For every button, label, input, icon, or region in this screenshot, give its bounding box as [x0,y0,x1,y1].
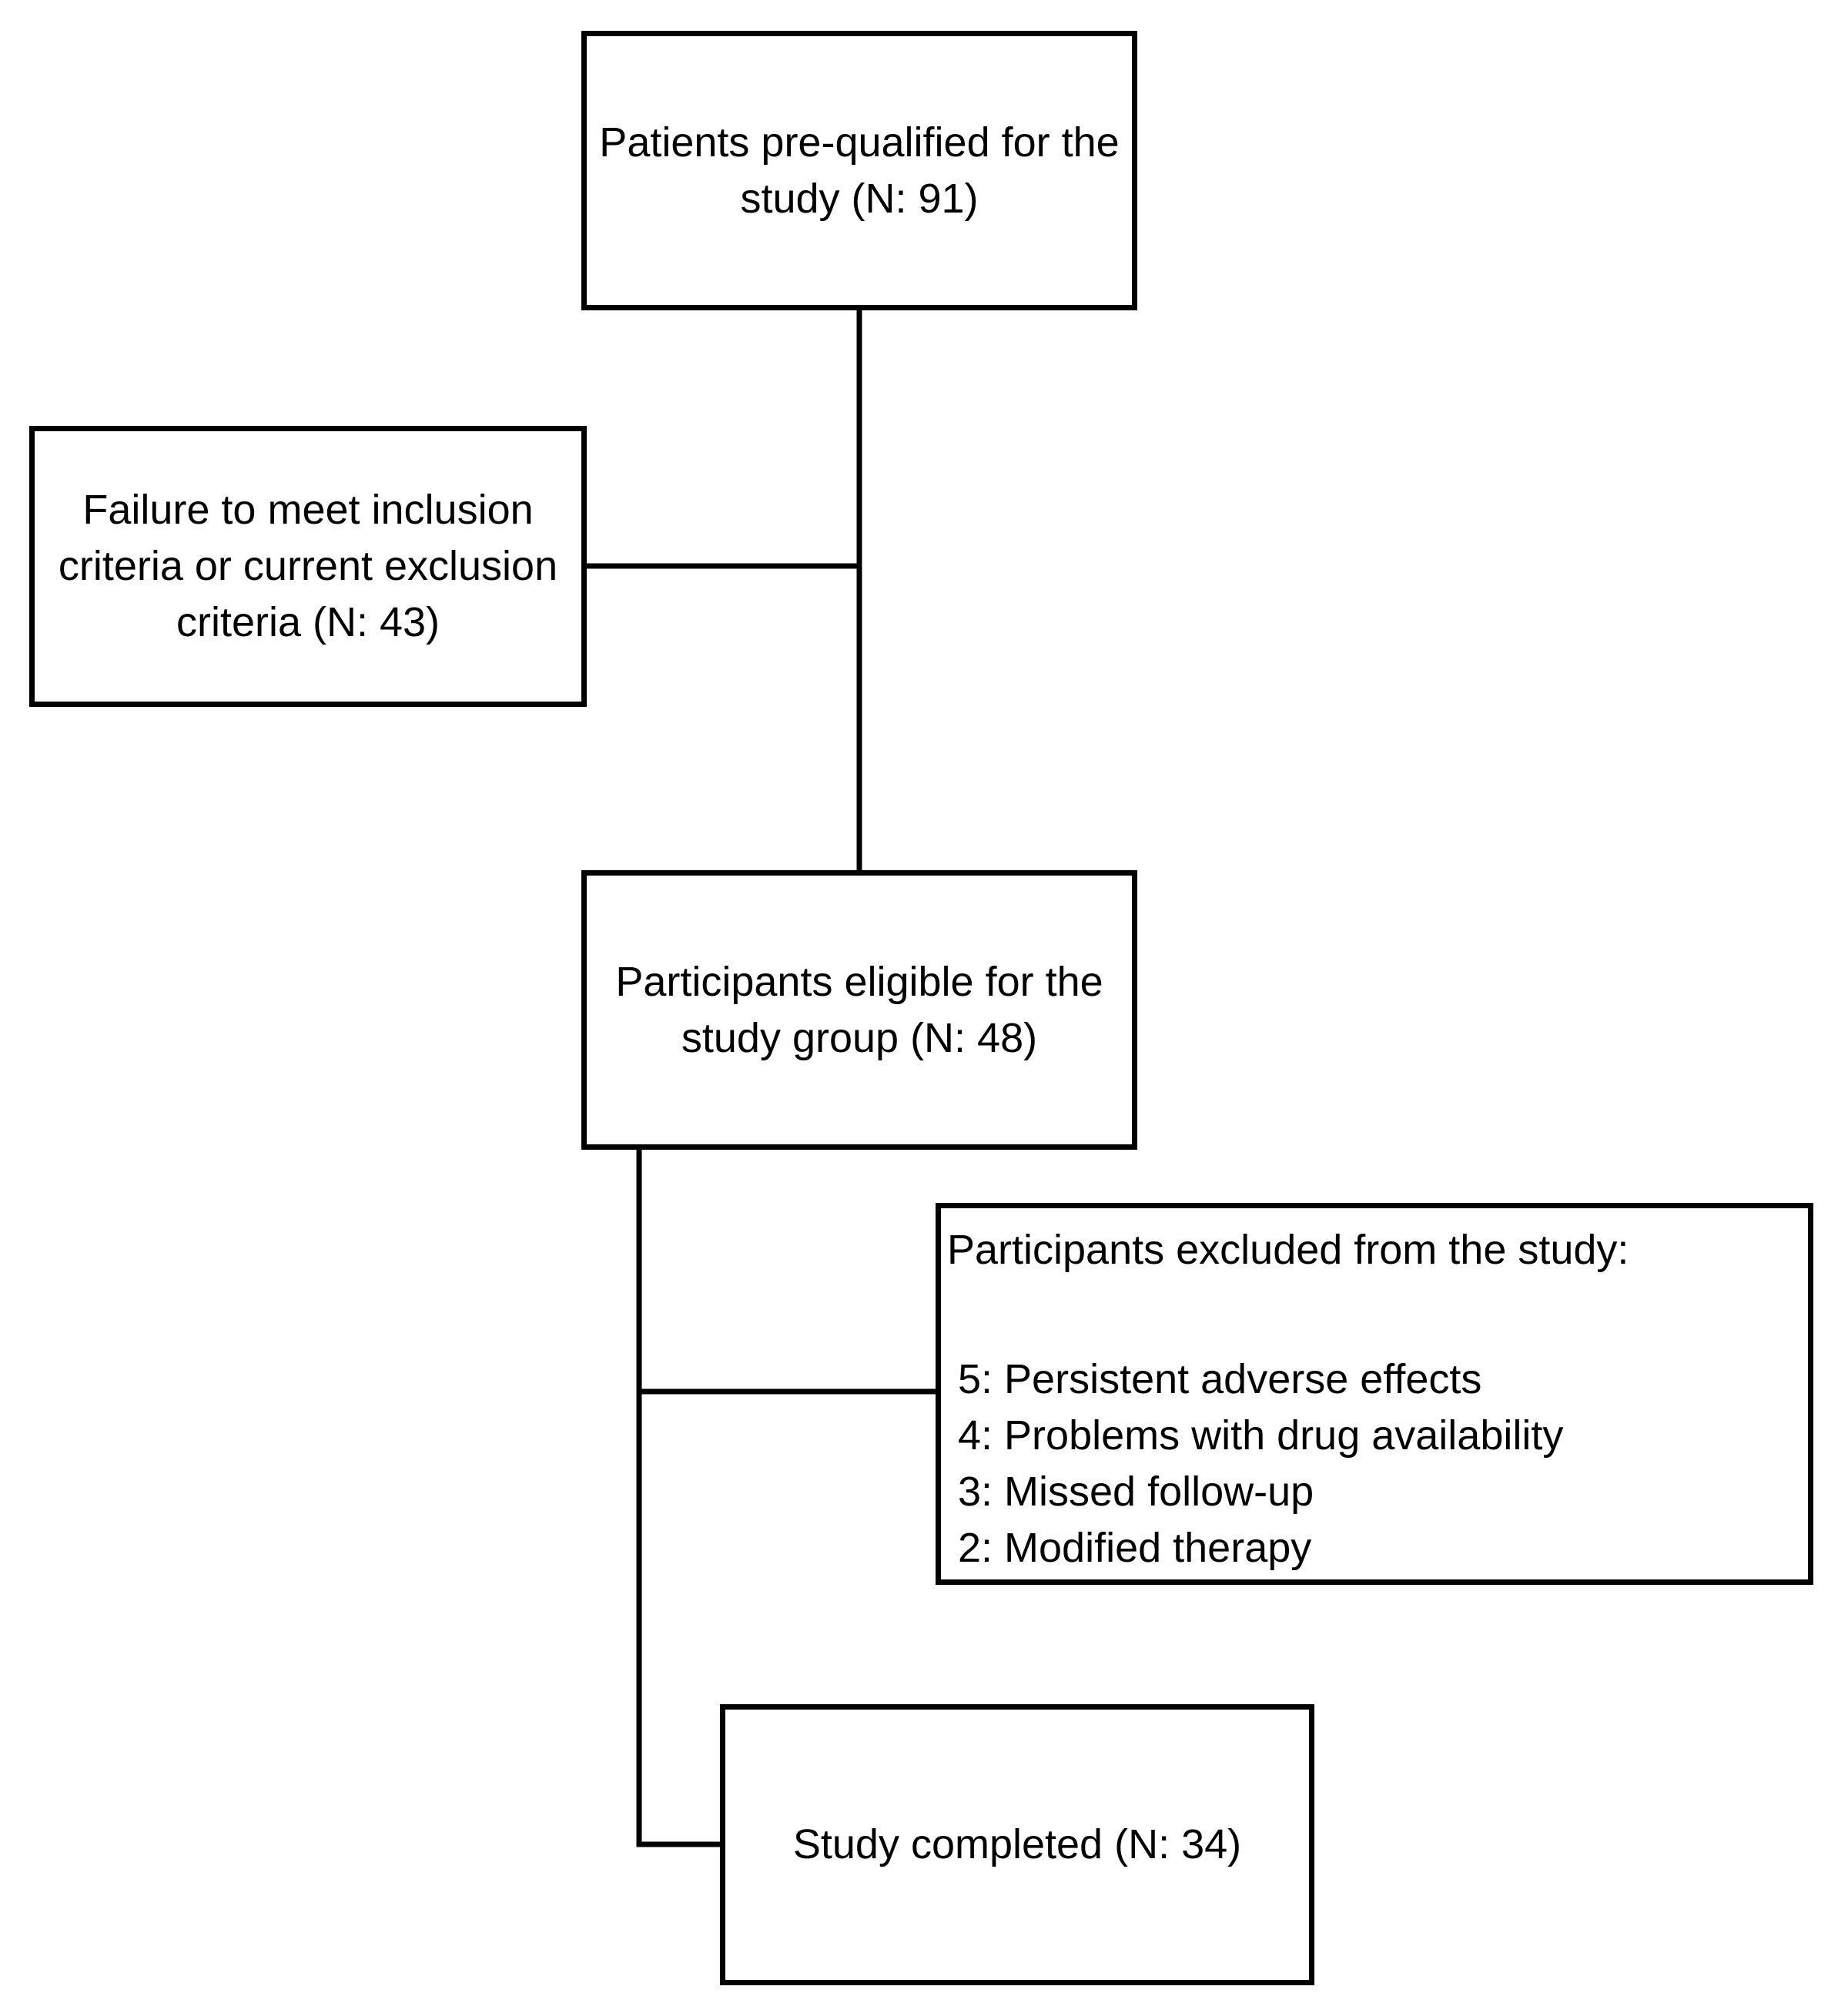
exclusion-reason-item: 3: Missed follow-up [958,1469,1314,1515]
eligible-participants-label: Participants eligible for the study grou… [615,958,1103,1061]
inclusion-failure-box: Failure to meet inclusion criteria or cu… [29,426,587,707]
excluded-participants-box: Participants excluded from the study: 5:… [936,1203,1813,1585]
study-completed-label: Study completed (N: 34) [792,1821,1242,1867]
prequalified-patients-box: Patients pre-qualified for the study (N:… [581,31,1137,310]
inclusion-failure-label: Failure to meet inclusion criteria or cu… [58,487,558,645]
exclusion-reason-item: 4: Problems with drug availability [958,1412,1564,1459]
excluded-participants-heading: Participants excluded from the study: [947,1227,1629,1273]
study-completed-box: Study completed (N: 34) [720,1704,1314,1985]
exclusion-reasons-list: 5: Persistent adverse effects 4: Problem… [958,1351,1563,1576]
eligible-participants-box: Participants eligible for the study grou… [581,870,1137,1150]
prequalified-patients-label: Patients pre-qualified for the study (N:… [599,119,1120,222]
exclusion-reason-item: 5: Persistent adverse effects [958,1356,1482,1402]
exclusion-reason-item: 2: Modified therapy [958,1525,1312,1571]
